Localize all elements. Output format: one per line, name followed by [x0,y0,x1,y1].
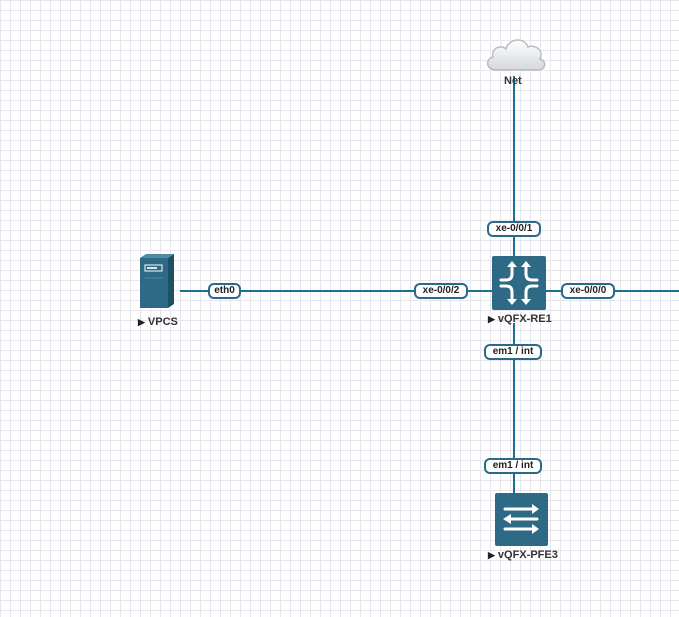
switch-icon [495,493,548,546]
switch-arrows-icon [503,504,539,534]
expand-arrow-icon[interactable]: ▶ [488,313,495,324]
iface-label-re1-xe-0-0-2[interactable]: xe-0/0/2 [414,283,468,299]
node-vqfx-pfe3[interactable]: ▶ vQFX-PFE3 [480,493,566,565]
node-net[interactable]: Net [480,30,550,90]
node-net-label: Net [504,75,522,87]
node-vpcs-label: ▶ VPCS [138,316,178,328]
iface-label-re1-xe-0-0-0[interactable]: xe-0/0/0 [561,283,615,299]
cloud-icon [487,39,546,71]
node-vqfx-re1-label: ▶ vQFX-RE1 [488,313,552,325]
iface-label-pfe3-em1-int[interactable]: em1 / int [484,458,542,474]
expand-arrow-icon[interactable]: ▶ [138,316,145,327]
iface-label-vpcs-eth0[interactable]: eth0 [208,283,241,299]
expand-arrow-icon[interactable]: ▶ [488,549,495,560]
node-vqfx-re1[interactable]: ▶ vQFX-RE1 [480,256,560,328]
iface-label-re1-xe-0-0-1[interactable]: xe-0/0/1 [487,221,541,237]
node-vqfx-pfe3-label: ▶ vQFX-PFE3 [488,549,558,561]
router-arrows-icon [499,261,539,305]
server-icon [140,254,174,308]
node-vpcs[interactable]: ▶ VPCS [130,252,190,332]
router-icon [492,256,546,310]
iface-label-re1-em1-int[interactable]: em1 / int [484,344,542,360]
